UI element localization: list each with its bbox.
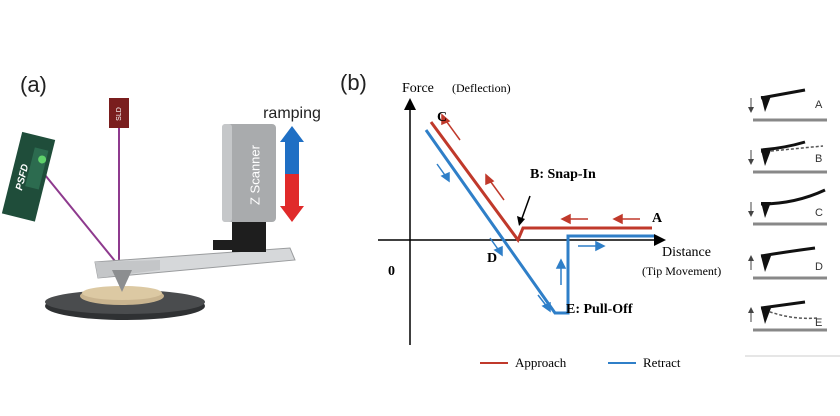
legend-retract-label: Retract <box>643 355 681 370</box>
point-e-label: E: Pull-Off <box>566 302 633 317</box>
force-distance-diagram: (b) Force (Deflection) Distance (Tip Mov… <box>340 70 721 370</box>
afm-schematic-figure: (a) SLD PSFD Z Scanner ramping <box>1 72 321 320</box>
cantilever-state-b: B <box>748 140 827 174</box>
origin-label: 0 <box>388 264 395 279</box>
panel-b-force-curve: (b) Force (Deflection) Distance (Tip Mov… <box>330 0 750 411</box>
retract-curve <box>424 129 654 315</box>
panel-a-afm-schematic: (a) SLD PSFD Z Scanner ramping <box>0 0 340 411</box>
z-scanner-label: Z Scanner <box>247 144 262 205</box>
ramping-label: ramping <box>263 105 321 122</box>
legend-approach-label: Approach <box>515 355 567 370</box>
state-d-label: D <box>815 261 823 273</box>
z-scanner-body <box>222 124 276 222</box>
snap-in-pointer <box>520 195 531 222</box>
cantilever-state-a: A <box>748 88 827 122</box>
state-e-label: E <box>815 317 822 329</box>
approach-direction-arrows <box>441 113 640 225</box>
ramping-up-arrow <box>280 126 304 174</box>
panel-a-label: (a) <box>20 72 47 97</box>
panel-b-label: (b) <box>340 70 367 95</box>
psfd-detector: PSFD <box>1 131 56 222</box>
sld-source <box>109 98 129 128</box>
x-axis-title: Distance <box>662 245 711 260</box>
point-a-label: A <box>652 211 663 226</box>
y-axis-title: Force <box>402 81 434 96</box>
cantilever-states-figure: A B C D <box>745 88 840 357</box>
cantilever-state-e: E <box>748 300 827 332</box>
cantilever-state-c: C <box>748 188 827 226</box>
y-axis-subtitle: (Deflection) <box>452 81 511 95</box>
state-b-label: B <box>815 153 822 165</box>
laser-reflected-beam <box>44 174 120 267</box>
point-c-label: C <box>437 110 447 125</box>
sld-label: SLD <box>116 107 123 121</box>
afm-tip <box>112 270 132 292</box>
point-d-label: D <box>487 251 497 266</box>
state-a-label: A <box>815 99 823 111</box>
psfd-sensor <box>38 155 47 164</box>
point-b-label: B: Snap-In <box>530 167 596 182</box>
panel-cantilever-states: A B C D <box>745 0 840 411</box>
x-axis-subtitle: (Tip Movement) <box>642 264 721 278</box>
legend: Approach Retract <box>480 355 681 370</box>
cantilever-state-d: D <box>748 246 827 280</box>
approach-curve <box>429 121 652 244</box>
ramping-down-arrow <box>280 174 304 222</box>
retract-direction-arrows <box>436 163 606 313</box>
state-c-label: C <box>815 207 823 219</box>
